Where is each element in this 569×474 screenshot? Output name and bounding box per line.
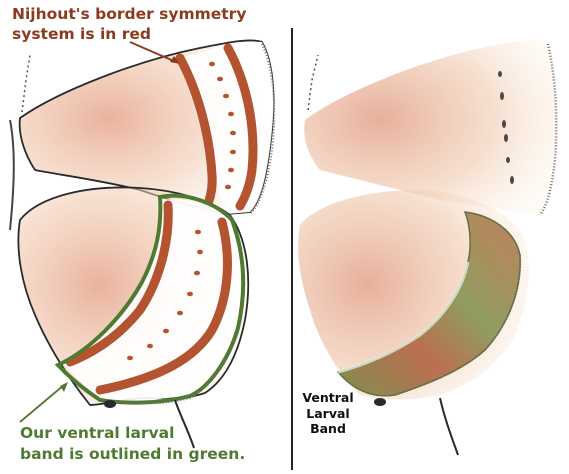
ventral-larval-band-label: Ventral Larval Band [298, 390, 358, 437]
tornus-spot-right [374, 398, 386, 406]
green-outline-label-line2: band is outlined in green. [20, 446, 245, 463]
antenna-left [22, 55, 30, 112]
red-system-label-line1: Nijhout's border symmetry [12, 6, 246, 23]
forewing-right [304, 40, 556, 215]
hindwing-tail-left [175, 400, 194, 448]
body-left [10, 120, 14, 230]
ventral-label-line3: Band [298, 421, 358, 437]
left-panel [10, 40, 274, 448]
arrow-to-green-outline [20, 385, 64, 422]
panel-divider [291, 28, 293, 470]
hindwing-tail-right [440, 398, 458, 455]
red-system-label-line2: system is in red [12, 26, 151, 43]
arrow-to-green-outline-head [60, 382, 68, 392]
tornus-spot-left [104, 400, 116, 408]
ventral-label-line1: Ventral [298, 390, 358, 406]
green-outline-label-line1: Our ventral larval [20, 425, 174, 442]
antenna-right [308, 55, 318, 110]
ventral-label-line2: Larval [298, 406, 358, 422]
